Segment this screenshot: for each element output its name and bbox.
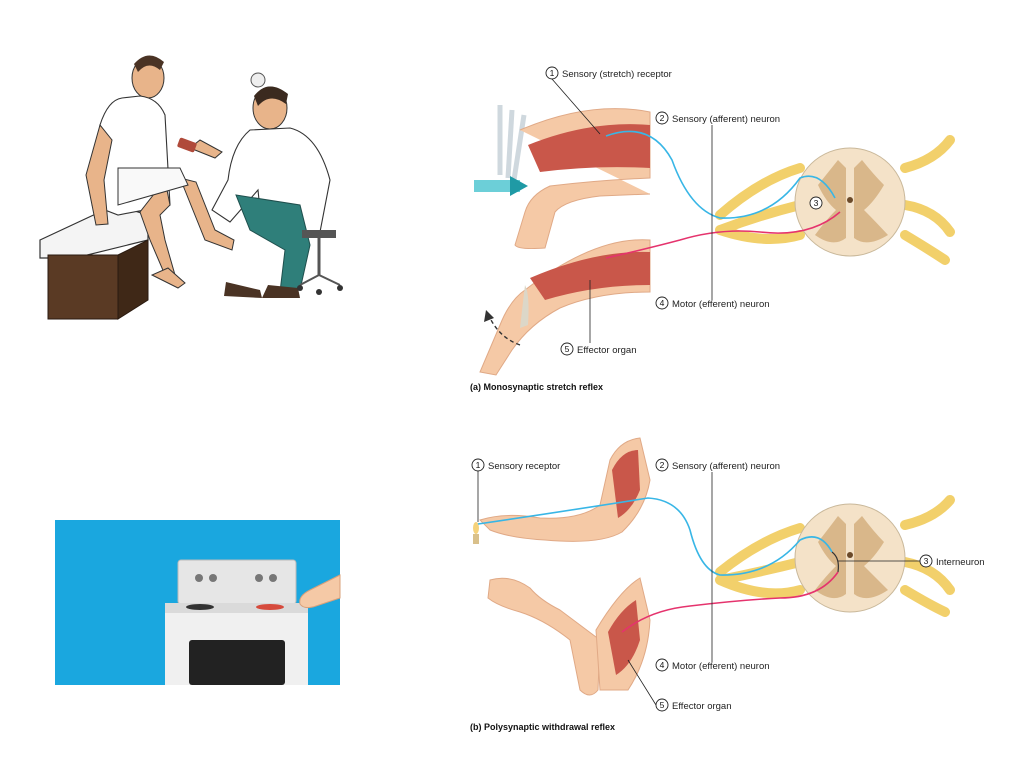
diagram-polysynaptic-reflex: 1 Sensory receptor 2 Sensory (afferent) … — [470, 438, 985, 732]
callout-number: 3 — [924, 556, 929, 566]
stove-knob-icon — [195, 574, 203, 582]
knee-reflex-exam-illustration — [40, 55, 343, 319]
arm-reaching — [480, 438, 650, 541]
callout-number: 3 — [814, 198, 819, 208]
burner-icon — [186, 604, 214, 610]
callout-number: 5 — [565, 344, 570, 354]
label-sensory-stretch-receptor: Sensory (stretch) receptor — [562, 69, 672, 80]
label-effector-organ: Effector organ — [672, 701, 732, 712]
label-motor-efferent-neuron: Motor (efferent) neuron — [672, 661, 770, 672]
exam-table — [40, 205, 148, 319]
caption-monosynaptic: (a) Monosynaptic stretch reflex — [470, 382, 603, 392]
arrow-head-icon — [484, 310, 494, 322]
reflex-hammer-icon — [474, 105, 528, 196]
label-sensory-afferent-neuron: Sensory (afferent) neuron — [672, 114, 780, 125]
callout-number: 5 — [660, 700, 665, 710]
doctor-figure — [177, 73, 330, 298]
arm-withdrawn — [488, 578, 650, 695]
hot-burner-icon — [256, 604, 284, 610]
patient-figure — [86, 55, 234, 288]
callout-number: 1 — [550, 68, 555, 78]
callout-number: 4 — [660, 298, 665, 308]
callout-number: 4 — [660, 660, 665, 670]
caption-polysynaptic: (b) Polysynaptic withdrawal reflex — [470, 722, 615, 732]
spinal-cord-a — [720, 140, 950, 260]
stove-backsplash — [178, 560, 296, 604]
label-effector-organ: Effector organ — [577, 345, 637, 356]
stove-knob-icon — [255, 574, 263, 582]
stove-knob-icon — [209, 574, 217, 582]
oven-window — [189, 640, 285, 685]
callout-number: 1 — [476, 460, 481, 470]
diagram-monosynaptic-reflex: 1 Sensory (stretch) receptor 2 Sensory (… — [470, 67, 950, 392]
callout-number: 2 — [660, 113, 665, 123]
stove-knob-icon — [269, 574, 277, 582]
label-sensory-afferent-neuron: Sensory (afferent) neuron — [672, 461, 780, 472]
label-interneuron: Interneuron — [936, 557, 985, 568]
candle-flame-icon — [473, 522, 479, 544]
label-sensory-receptor: Sensory receptor — [488, 461, 560, 472]
callout-number: 2 — [660, 460, 665, 470]
leg-upper-view — [515, 109, 650, 249]
label-motor-efferent-neuron: Motor (efferent) neuron — [672, 299, 770, 310]
hot-stove-illustration — [55, 520, 340, 685]
